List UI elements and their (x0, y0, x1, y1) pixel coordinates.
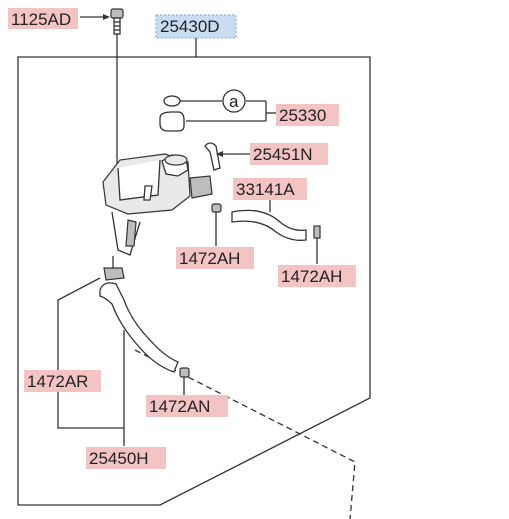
svg-text:1472AN: 1472AN (149, 397, 210, 416)
svg-text:25330: 25330 (279, 106, 326, 125)
svg-text:25451N: 25451N (253, 145, 313, 164)
label-cap: 25330 (276, 104, 339, 126)
reference-circle (222, 89, 246, 113)
hose-right-part (231, 200, 307, 241)
clamp-left-leader (57, 277, 124, 429)
svg-text:1472AH: 1472AH (179, 249, 240, 268)
bolt-part (110, 8, 124, 35)
clamp-lower-part (179, 367, 190, 396)
label-clamp-right: 1472AH (278, 265, 356, 287)
label-overflow-hose: 25451N (250, 143, 328, 165)
clamp-upper-part (211, 203, 222, 246)
return-hose-part (99, 256, 179, 373)
reservoir-tank (102, 153, 213, 256)
label-bolt: 1125AD (8, 8, 78, 29)
label-clamp-upper: 1472AH (176, 247, 254, 269)
svg-text:33141A: 33141A (236, 180, 295, 199)
svg-text:25430D: 25430D (160, 17, 220, 36)
svg-text:25450H: 25450H (89, 449, 149, 468)
dashed-extension (134, 349, 356, 519)
overflow-hose (204, 142, 221, 171)
bolt-leader-arrow (103, 14, 110, 20)
label-clamp-left: 1472AR (24, 370, 101, 392)
clamp-right-part (313, 225, 321, 264)
overflow-hose-arrow (216, 151, 223, 157)
assembly-frame (17, 56, 371, 506)
cap-seal-parts (159, 89, 278, 132)
label-hose-right: 33141A (233, 178, 307, 200)
label-clamp-lower: 1472AN (146, 395, 228, 417)
label-assembly: 25430D (155, 14, 237, 39)
svg-text:1472AR: 1472AR (27, 372, 88, 391)
label-return-hose: 25450H (86, 447, 166, 469)
reference-circle-label: a (229, 92, 239, 111)
svg-text:1125AD: 1125AD (11, 10, 71, 29)
svg-text:1472AH: 1472AH (281, 267, 342, 286)
